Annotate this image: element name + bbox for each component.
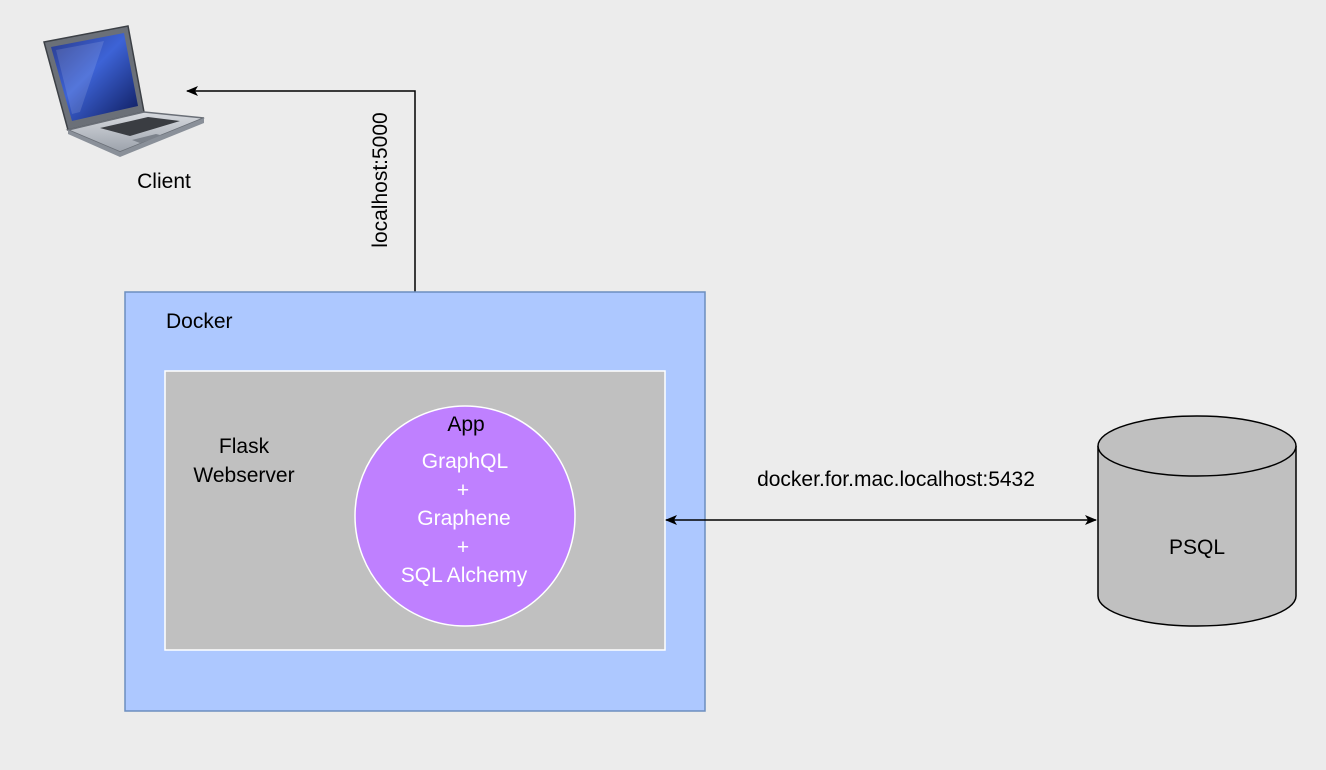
psql-label: PSQL [1169,536,1225,559]
app-line-plus-1: + [457,479,469,502]
app-title: App [447,413,484,436]
client-flask-edge-label: localhost:5000 [369,112,392,247]
laptop-icon[interactable] [43,25,205,157]
flask-label-line2: Webserver [193,464,294,487]
app-line-plus-2: + [457,536,469,559]
app-line-graphql: GraphQL [422,450,508,473]
app-line-sqlalchemy: SQL Alchemy [401,564,528,587]
app-circle[interactable] [354,405,576,627]
flask-psql-edge-label: docker.for.mac.localhost:5432 [757,468,1035,491]
app-line-graphene: Graphene [417,507,510,530]
client-label: Client [137,170,191,193]
client-flask-connector[interactable] [186,86,420,370]
database-cylinder-icon[interactable] [1097,415,1297,627]
flask-label-line1: Flask [219,435,270,458]
docker-label: Docker [166,310,233,333]
